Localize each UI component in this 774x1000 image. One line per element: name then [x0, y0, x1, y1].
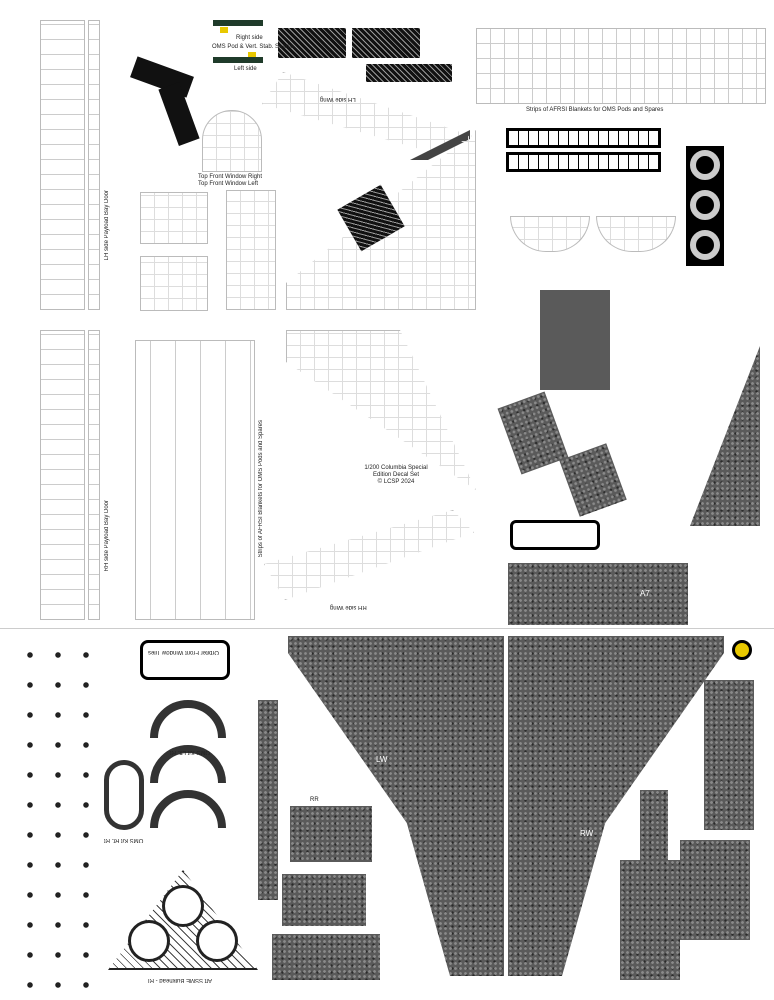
afrsi-blanket-2	[352, 28, 420, 58]
top-window-left-label: Top Front Window Left	[198, 181, 259, 187]
afrsi-blanket-1	[278, 28, 346, 58]
oms-seam-right	[213, 20, 263, 26]
lh-payload-bay-door-strip	[88, 20, 100, 310]
tile-panel-a	[497, 391, 569, 475]
oms-seams-label: OMS Pod & Vert. Stab. Seams	[212, 44, 294, 50]
front-window-frame-2	[140, 640, 230, 680]
payload-bay-hinge-strip-2	[506, 152, 661, 172]
a7-label: A7	[640, 589, 650, 598]
lh-wing-label: LH side Wing	[320, 96, 356, 102]
tile-panel-i	[620, 860, 680, 980]
ssme-ring-1	[690, 150, 720, 180]
lw-label: LW	[376, 755, 388, 764]
title-line-3: © LCSP 2024	[377, 479, 415, 485]
window-tiles-black-2	[158, 82, 200, 146]
tile-panel-d	[282, 874, 366, 926]
tile-circle-yellow	[732, 640, 752, 660]
ssme-hole-2	[196, 920, 238, 962]
small-decals-column	[16, 640, 96, 990]
rr-label: RR	[310, 797, 319, 803]
top-window-right-label: Top Front Window Right	[198, 174, 263, 180]
ssme-bulkhead-label: Aft SSME Bulkhead - RI	[148, 977, 213, 983]
ssme-arc-3	[150, 790, 226, 828]
top-front-window	[202, 110, 262, 172]
ssme-hole-3	[162, 885, 204, 927]
afrsi-blanket-3	[366, 64, 452, 82]
tile-panel-h	[680, 840, 750, 940]
tile-panel-b	[559, 443, 627, 517]
tile-panel-e	[272, 934, 380, 980]
ssme-hole-1	[128, 920, 170, 962]
title-line-1: 1/200 Columbia Special	[364, 465, 428, 471]
oms-seam-left	[213, 57, 263, 63]
lh-payload-bay-door-upper	[40, 20, 85, 310]
afrsi-strips-top	[476, 28, 766, 104]
tile-panel-a7	[508, 563, 688, 625]
ssme-ring-3	[690, 230, 720, 260]
afrsi-top-label: Strips of AFRSI Blankets for OMS Pods an…	[526, 107, 664, 113]
tile-panel-c	[290, 806, 372, 862]
payload-bay-hinge-strip-1	[506, 128, 661, 148]
front-window-tiles-right	[510, 216, 590, 252]
rh-payload-bay-door-lower	[40, 330, 85, 620]
afrsi-left-label: Strips of AFRSI Blankets for OMS Pods an…	[258, 420, 264, 558]
oms-seam-left-yellow	[248, 52, 256, 57]
rh-pbd-label: RH side Payload Bay Door	[104, 500, 110, 572]
tile-panel-g	[640, 790, 668, 860]
lh-pbd-label: LH side Payload Bay Door	[104, 190, 110, 261]
tile-strips	[540, 290, 610, 390]
forward-fuselage-panel	[226, 190, 276, 310]
oms-kit-label: OMS Kit Rt. Rt	[104, 837, 144, 843]
afrsi-strips-left	[135, 340, 255, 620]
front-window-tiles-left	[596, 216, 676, 252]
fuselage-side-2	[140, 256, 208, 311]
front-window-frame	[510, 520, 600, 550]
lh-wing-top	[262, 72, 472, 152]
oms-kit-rings	[104, 760, 144, 830]
tile-panel-f	[704, 680, 754, 830]
ssme-ring-2	[690, 190, 720, 220]
right-side-label: Right side	[236, 35, 263, 41]
rh-payload-bay-door-strip	[88, 330, 100, 620]
rw-label: RW	[580, 829, 594, 838]
title-line-2: Edition Decal Set	[372, 472, 420, 478]
tile-strip-vertical	[258, 700, 278, 900]
sheet-title: 1/200 Columbia Special Edition Decal Set…	[350, 465, 442, 486]
fuselage-side-1	[140, 192, 208, 244]
oms-kit-label-2: OMS Kit Lft. Rt	[170, 749, 211, 755]
wing-leading-strip	[690, 346, 760, 526]
front-window-tiles-label: Orbiter Front Window Tiles	[148, 649, 220, 655]
rh-wing-bottom	[264, 510, 474, 600]
oms-seam-right-yellow	[220, 27, 228, 33]
left-side-label: Left side	[234, 66, 257, 72]
divider	[0, 628, 774, 629]
rh-wing-label: RH side Wing	[330, 604, 367, 610]
